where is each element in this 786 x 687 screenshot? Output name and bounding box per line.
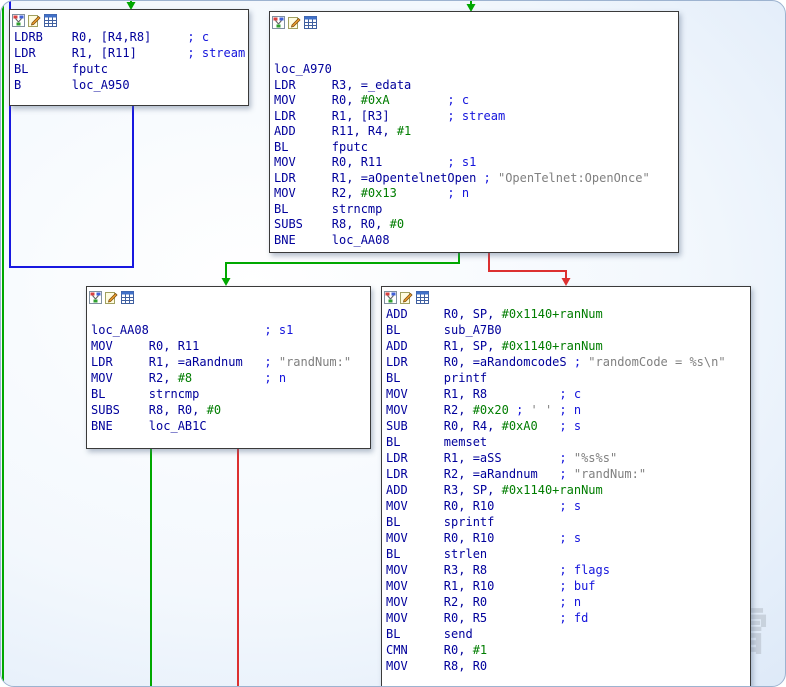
code-line[interactable]: BNE loc_AB1C [91,419,207,433]
code-line[interactable]: CMN R0, #1 [386,643,488,657]
grid-icon[interactable] [304,14,317,29]
code-line[interactable]: SUBS R8, R0, #0 [274,217,405,231]
code-line[interactable]: MOV R0, R10 ; s [386,531,582,545]
code-line[interactable]: MOV R0, R11 [91,339,200,353]
code-line[interactable]: BL send [386,627,473,641]
code-line[interactable]: loc_A970 [274,62,332,76]
code-line[interactable]: MOV R2, #0x13 ; n [274,186,470,200]
block-titlebar [270,12,678,29]
code-line[interactable]: LDR R1, =aSS ; "%s%s" [386,451,618,465]
edit-icon[interactable] [28,12,41,27]
grid-icon[interactable] [416,289,429,304]
edge-block2-to-block3-green-arrowhead [221,278,231,286]
grid-icon[interactable] [44,12,57,27]
code-line[interactable]: BL sprintf [386,515,495,529]
graph-icon[interactable] [12,12,25,27]
code-line[interactable]: MOV R1, R8 ; c [386,387,582,401]
code-line[interactable]: MOV R1, R10 ; buf [386,579,596,593]
code-line[interactable]: loc_AA08 ; s1 [91,323,294,337]
edit-icon[interactable] [400,289,413,304]
code-line[interactable] [274,47,674,63]
edit-icon[interactable] [105,289,118,304]
code-line[interactable]: LDR R1, [R11] ; stream [14,46,246,60]
block-titlebar [87,287,370,304]
edge-block1-jump-blue [9,1,134,268]
edge-block2-to-block4-red-arrowhead [561,278,571,286]
edge-into-block1-green-arrowhead [126,2,136,10]
code-line[interactable]: MOV R2, #0x20 ; ' ' ; n [386,403,582,417]
code-line[interactable]: SUB R0, R4, #0xA0 ; s [386,419,582,433]
code-line[interactable]: B loc_A950 [14,78,130,92]
code-line[interactable]: BNE loc_AA08 [274,232,390,247]
code-line[interactable]: LDR R1, =aRandnum ; "randNum:" [91,355,352,369]
code-line[interactable]: SUBS R8, R0, #0 [91,403,222,417]
edge-block2-to-block4-red [488,253,567,282]
code-line[interactable]: LDR R1, [R3] ; stream [274,108,506,123]
edge-block2-to-block3-green [225,253,460,282]
code-line[interactable]: BL memset [386,435,488,449]
code-line[interactable]: MOV R3, R8 ; flags [386,563,610,577]
graph-icon[interactable] [384,289,397,304]
code-line[interactable]: MOV R8, R0 [386,659,488,673]
code-line[interactable]: LDRB R0, [R4,R8] ; c [14,30,210,44]
code-line[interactable]: ADD R1, SP, #0x1140+ranNum [386,339,603,353]
code-line[interactable]: BL sub_A7B0 [386,323,502,337]
code-line[interactable]: ADD R0, SP, #0x1140+ranNum [386,307,603,321]
code-line[interactable]: BL fputc [274,139,368,154]
code-line[interactable]: BL printf [386,371,488,385]
code-line[interactable]: LDR R2, =aRandnum ; "randNum:" [386,467,647,481]
grid-icon[interactable] [121,289,134,304]
basic-block-1[interactable]: LDRB R0, [R4,R8] ; c LDR R1, [R11] ; stre… [9,9,249,106]
code-line[interactable]: ADD R3, SP, #0x1140+ranNum [386,483,603,497]
block-titlebar [382,287,750,304]
edit-icon[interactable] [288,14,301,29]
edge-into-block2-green-arrowhead [466,4,476,12]
code-line[interactable] [91,306,366,322]
code-line[interactable] [274,31,674,47]
code-line[interactable]: BL fputc [14,62,108,76]
code-line[interactable]: LDR R1, =aOpentelnetOpen ; "OpenTelnet:O… [274,170,650,185]
code-line[interactable]: LDR R3, =_edata [274,77,412,92]
code-line[interactable]: ADD R11, R4, #1 [274,124,412,138]
code-line[interactable]: MOV R0, #0xA ; c [274,93,470,107]
code-line[interactable]: MOV R0, R11 ; s1 [274,155,477,169]
code-line[interactable]: MOV R0, R10 ; s [386,499,582,513]
code-line[interactable]: MOV R2, R0 ; n [386,595,582,609]
code-line[interactable]: BL strlen [386,547,488,561]
code-line[interactable]: MOV R0, R5 ; fd [386,611,589,625]
graph-icon[interactable] [89,289,102,304]
code-line[interactable]: MOV R2, #8 ; n [91,371,287,385]
graph-icon[interactable] [272,14,285,29]
block-titlebar [10,10,248,27]
code-line[interactable]: BL strncmp [274,201,383,216]
code-lines[interactable]: LDRB R0, [R4,R8] ; c LDR R1, [R11] ; stre… [10,27,248,93]
code-line[interactable]: BL strncmp [91,387,200,401]
code-line[interactable]: LDR R0, =aRandomcodeS ; "randomCode = %s… [386,355,726,369]
